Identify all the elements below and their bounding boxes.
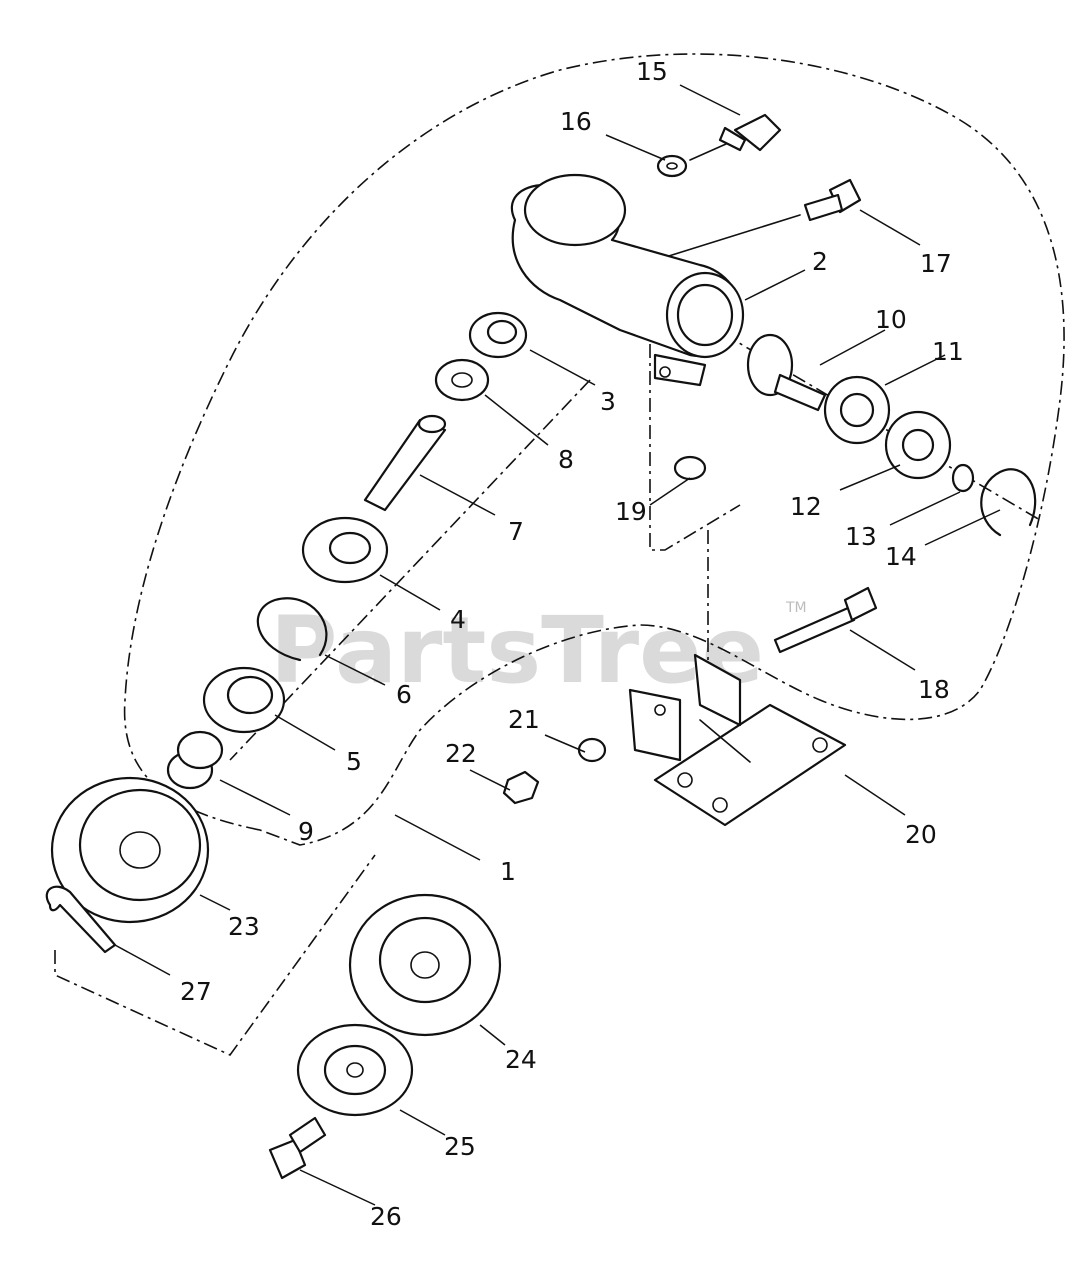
shaft-7 <box>363 414 447 512</box>
bearing-11 <box>823 375 891 445</box>
snap-ring-6 <box>256 597 328 662</box>
clamp-bracket <box>649 290 741 551</box>
pulley-group-bracket <box>54 854 376 1056</box>
mounting-bracket-20 <box>628 653 847 827</box>
pulley-24 <box>348 893 502 1037</box>
bearing-4 <box>301 516 389 584</box>
callout-16: 16 <box>560 107 592 136</box>
callout-3: 3 <box>600 387 616 416</box>
leader-lines <box>114 84 1001 1206</box>
callout-1: 1 <box>500 857 516 886</box>
washer-21 <box>577 737 607 763</box>
bolt-15 <box>718 113 782 152</box>
callout-11: 11 <box>932 337 964 366</box>
callout-22: 22 <box>445 739 477 768</box>
circlip-14 <box>980 468 1037 537</box>
callout-12: 12 <box>790 492 822 521</box>
callout-17: 17 <box>920 249 952 278</box>
callout-5: 5 <box>346 747 362 776</box>
seal-5 <box>202 666 286 734</box>
bolt-26 <box>268 1116 327 1180</box>
callout-4: 4 <box>450 605 466 634</box>
bearing-12 <box>884 410 952 480</box>
callout-18: 18 <box>918 675 950 704</box>
watermark: PartsTree <box>270 597 764 704</box>
gear-8 <box>434 358 490 402</box>
callout-23: 23 <box>228 912 260 941</box>
nut-22 <box>502 770 540 805</box>
callout-9: 9 <box>298 817 314 846</box>
spacer-9 <box>166 730 224 790</box>
callout-6: 6 <box>396 680 412 709</box>
callout-19: 19 <box>615 497 647 526</box>
callout-labels: 15 16 17 2 10 11 3 8 19 7 12 13 14 4 18 … <box>180 57 964 1231</box>
callout-24: 24 <box>505 1045 537 1074</box>
gearbox-housing <box>510 173 745 387</box>
callout-13: 13 <box>845 522 877 551</box>
bearing-3 <box>468 311 528 359</box>
callout-2: 2 <box>812 247 828 276</box>
callout-26: 26 <box>370 1202 402 1231</box>
washer-16 <box>656 154 688 178</box>
assembly-outline <box>123 53 1065 846</box>
washer-19 <box>673 455 707 481</box>
callout-25: 25 <box>444 1132 476 1161</box>
callout-7: 7 <box>508 517 524 546</box>
callout-20: 20 <box>905 820 937 849</box>
callout-27: 27 <box>180 977 212 1006</box>
bolt-18 <box>773 586 878 654</box>
callout-21: 21 <box>508 705 540 734</box>
washer-13 <box>951 463 975 493</box>
pulley-25 <box>296 1023 414 1117</box>
callout-8: 8 <box>558 445 574 474</box>
callout-15: 15 <box>636 57 668 86</box>
gear-shaft-10 <box>746 333 827 412</box>
watermark-trademark: TM <box>785 600 807 616</box>
callout-10: 10 <box>875 305 907 334</box>
pulley-23 <box>50 776 210 924</box>
bolt-17 <box>803 178 862 222</box>
cotter-pin-27 <box>45 885 117 954</box>
callout-14: 14 <box>885 542 917 571</box>
shaft-axis-line <box>229 379 591 761</box>
